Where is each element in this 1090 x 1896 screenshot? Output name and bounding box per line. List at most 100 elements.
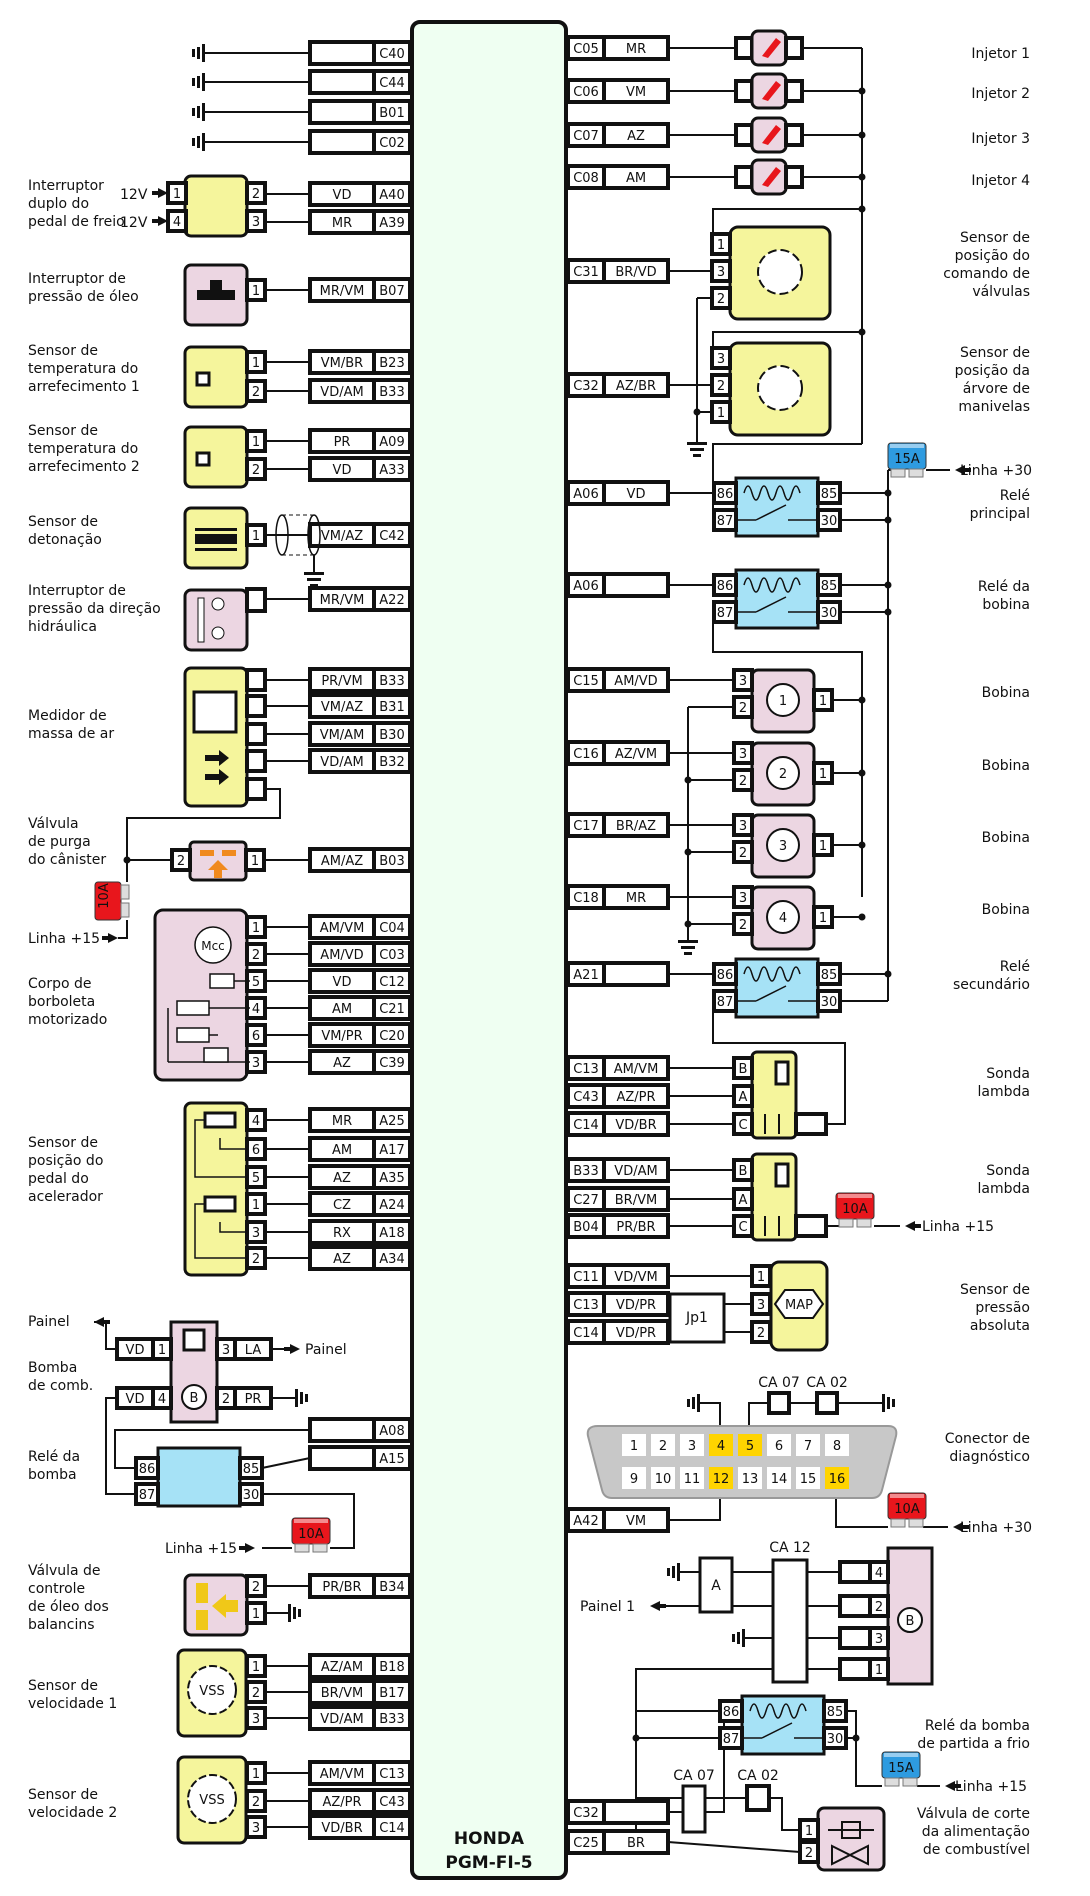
ecu-pin-A22-label: A22 (379, 593, 404, 608)
main-relay-pin-86 (712, 481, 738, 505)
obd-pin-label: 4 (717, 1439, 725, 1454)
component-label-vss-1: Sensor de (28, 1678, 98, 1694)
ecu-pin-A34-label: A34 (379, 1252, 404, 1267)
wire-color-C27-label: BR/VM (615, 1193, 657, 1208)
vss-pin-3 (245, 1815, 267, 1839)
coil-pin-1-label: 1 (819, 839, 827, 854)
pump-relay-pin-85-label: 85 (243, 1462, 260, 1477)
component-label-pedal-sensor: pedal do (28, 1171, 89, 1187)
obd-pin-label: 2 (659, 1439, 667, 1454)
obd-pin-10 (651, 1467, 675, 1489)
wire-color-A42-label: VM (626, 1514, 646, 1529)
wire-color-C05 (602, 35, 670, 61)
ground-icon (667, 1568, 670, 1576)
component-label-pedal-sensor: acelerador (28, 1189, 103, 1205)
component-label-coolant-temp-1: Sensor de (28, 343, 98, 359)
ct-pin-2 (245, 457, 267, 481)
wire (118, 920, 128, 939)
heater-icon (774, 1060, 790, 1086)
component-label-purge-valve: do cânister (28, 852, 106, 868)
injector-pin (734, 165, 754, 189)
component-label-rocker-oil-valve: de óleo dos (28, 1599, 109, 1615)
junction-dot (858, 769, 866, 777)
ecu-pin-A09-label: A09 (379, 435, 404, 450)
fuse-obd-cap (890, 1494, 924, 1498)
ca07-label: CA 07 (758, 1375, 800, 1391)
wire-color-C14-label: VD/PR (616, 1326, 656, 1341)
obd-pin-8 (825, 1434, 849, 1456)
ground-icon (732, 1634, 735, 1642)
oil-pin-1 (245, 278, 267, 302)
wire-color-C40 (308, 40, 376, 66)
fuse-pump-blade (294, 1543, 310, 1553)
crank-pin-1-label: 1 (717, 406, 725, 421)
lambda-pin-B (732, 1158, 754, 1182)
wire-color-C06 (602, 78, 670, 104)
coil-relay-pin-30-label: 30 (821, 606, 838, 621)
ground-icon (197, 76, 200, 88)
pump-label: B (190, 1391, 199, 1406)
obd-pin-label: 10 (655, 1472, 672, 1487)
lambda-pin-A-label: A (739, 1193, 748, 1208)
ecu-pin-B32-label: B32 (379, 755, 404, 770)
wire-color-C13 (308, 1760, 376, 1786)
jumper-box (668, 1292, 726, 1344)
cs-pump-pin-3-label: 3 (875, 1632, 883, 1647)
switch-icon (210, 280, 222, 290)
ecu-pin-C25-label: C25 (573, 1836, 599, 1851)
wire-color-C20 (308, 1022, 376, 1048)
wire-color-A39 (308, 209, 376, 235)
component-label-cam-sensor: válvulas (972, 284, 1030, 300)
ecu-pin-B04-label: B04 (573, 1220, 598, 1235)
obd-pin-label: 16 (829, 1472, 846, 1487)
wire-color-C02 (308, 129, 376, 155)
jumper-label: Jp1 (685, 1310, 708, 1326)
component-label-brake-switch: pedal de freio (28, 214, 125, 230)
coil-pin-2-label: 2 (739, 918, 747, 933)
fp-pin-4-label: 4 (158, 1392, 166, 1407)
vss-pin-2-label: 2 (252, 1795, 260, 1810)
fp-pin-4 (151, 1386, 173, 1410)
secondary-relay-pin-87-label: 87 (717, 995, 734, 1010)
fuse-coldstart-blade (884, 1777, 900, 1787)
wire-color-B33 (308, 378, 376, 404)
vss-pin-3-label: 3 (252, 1712, 260, 1727)
ct-pin-2-label: 2 (252, 463, 260, 478)
fp-wire-vd2-label: VD (126, 1392, 145, 1407)
component-label-brake-switch: duplo do (28, 196, 89, 212)
wire-color-A25 (308, 1107, 376, 1133)
shield-icon (282, 514, 314, 556)
lambda-pin-A (732, 1084, 754, 1108)
obd-pin-4 (709, 1434, 733, 1456)
ct-pin-2 (245, 379, 267, 403)
main-relay-pin-30 (816, 508, 842, 532)
fuse-lambda-blade (856, 1218, 872, 1228)
ground-icon (697, 1394, 700, 1412)
secondary-relay-pin-30-label: 30 (821, 995, 838, 1010)
ground-icon (672, 1566, 675, 1578)
coolant-temp-2-body (183, 425, 249, 489)
wire-color-B01 (308, 99, 376, 125)
obd-pin-7 (796, 1434, 820, 1456)
coil-number: 4 (779, 911, 787, 926)
component-label-lambda-1: lambda (978, 1084, 1030, 1100)
line-connector-icon (152, 188, 168, 198)
wire-color-C27 (602, 1186, 670, 1212)
tb-pin-3-label: 3 (252, 1056, 260, 1071)
tb-pin-2 (245, 942, 267, 966)
wire-color-A42 (602, 1507, 670, 1533)
motor-label: Mcc (201, 939, 225, 953)
cam-pin-1-label: 1 (717, 238, 725, 253)
component-label-main-relay: principal (970, 506, 1030, 522)
wire (748, 1402, 769, 1426)
wire-color-C25 (602, 1829, 670, 1855)
pedal-pin-1-label: 1 (252, 1198, 260, 1213)
ground-icon (202, 73, 205, 91)
fuse-lambda (835, 1192, 875, 1220)
line-15-label: Linha +15 (955, 1779, 1027, 1795)
ecu-pin-A21-label: A21 (573, 968, 598, 983)
supply-12v-label: 12V (120, 187, 148, 203)
lambda-pin-C (732, 1112, 754, 1136)
ecu-pin-A25-label: A25 (379, 1114, 404, 1129)
